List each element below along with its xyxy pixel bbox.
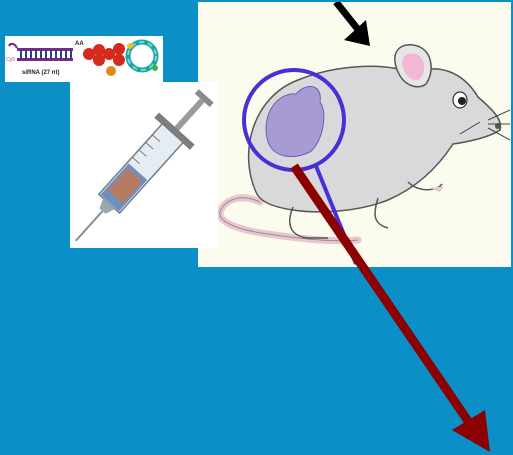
- arrow-icon: [0, 0, 513, 455]
